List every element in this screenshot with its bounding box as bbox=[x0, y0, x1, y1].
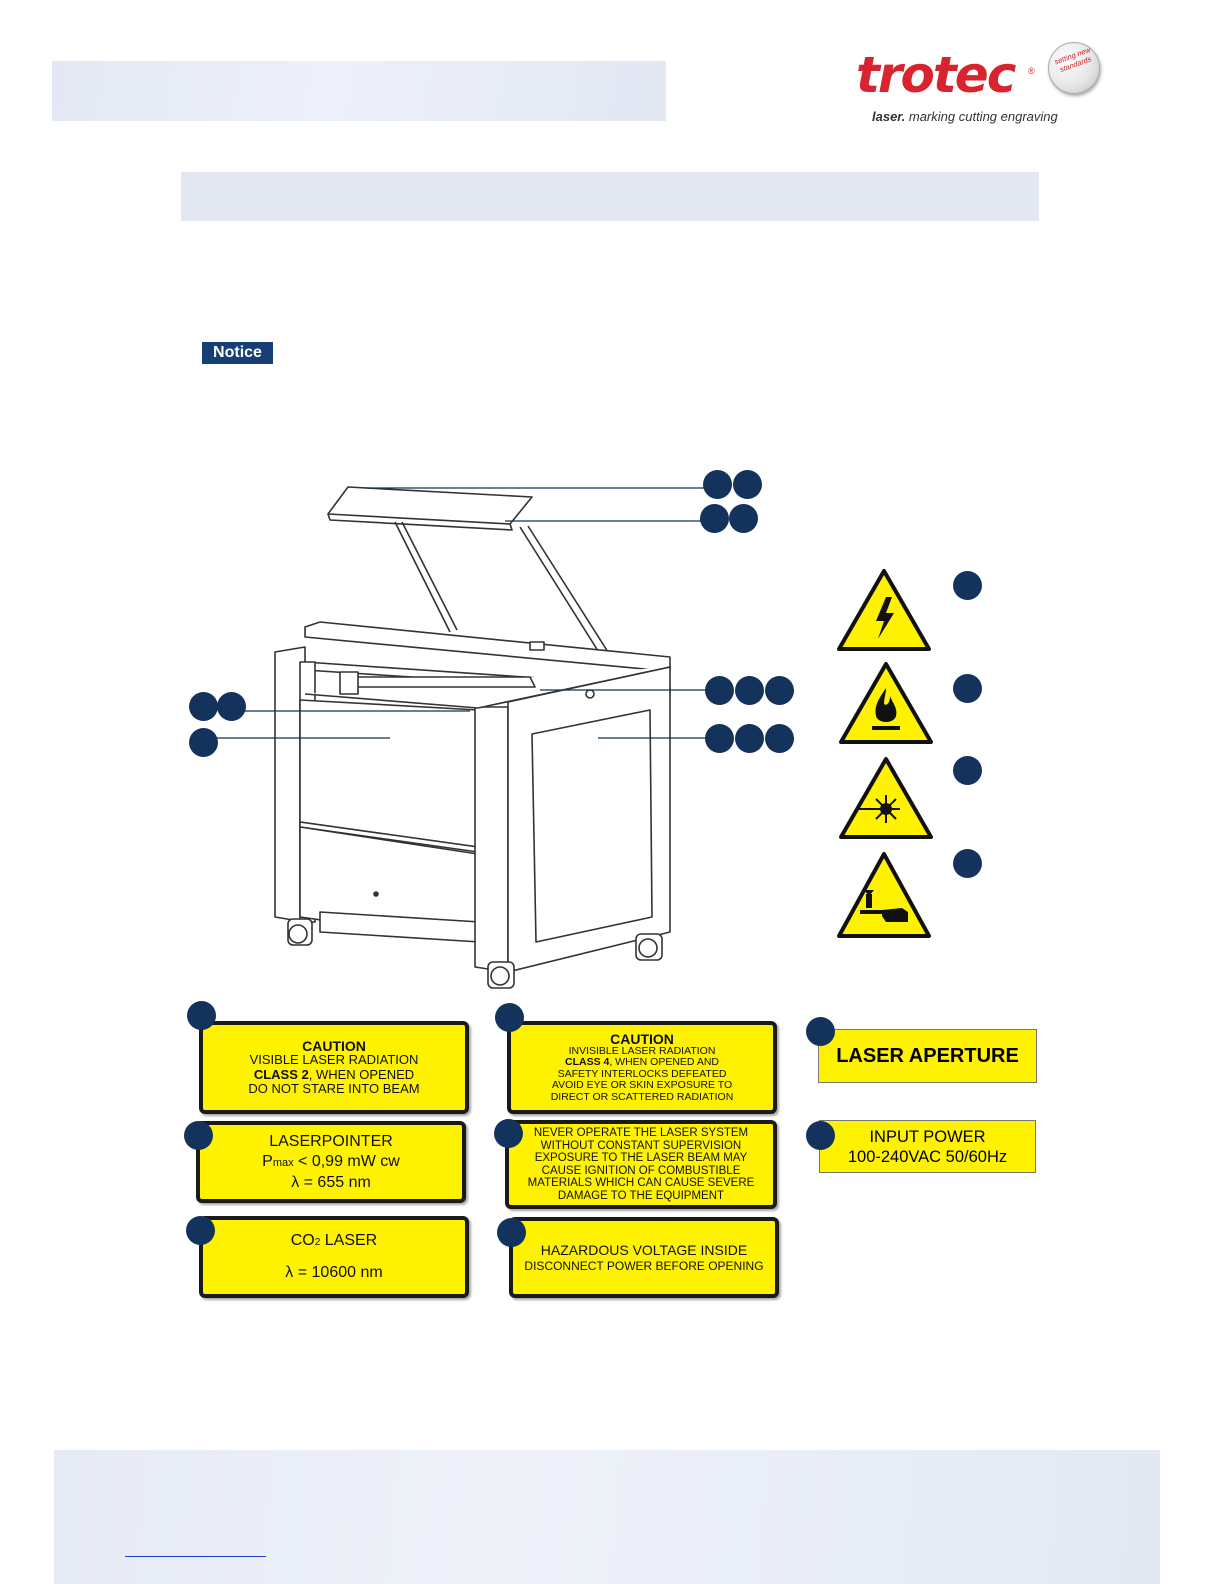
label-heading: CAUTION bbox=[610, 1030, 674, 1047]
callout-dot bbox=[953, 849, 982, 878]
callout-dot bbox=[953, 756, 982, 785]
label-line: DAMAGE TO THE EQUIPMENT bbox=[557, 1189, 725, 1202]
seal-text: setting new standards bbox=[1053, 45, 1093, 75]
section-title-bar bbox=[181, 172, 1039, 221]
callout-dot bbox=[735, 724, 764, 753]
label-line: Pmax < 0,99 mW cw bbox=[262, 1152, 400, 1173]
label-line-rest: < 0,99 mW cw bbox=[293, 1152, 400, 1170]
callout-dot bbox=[494, 1119, 523, 1148]
callout-dot bbox=[186, 1216, 215, 1245]
label-line: DIRECT OR SCATTERED RADIATION bbox=[550, 1090, 734, 1103]
label-line: HAZARDOUS VOLTAGE INSIDE bbox=[540, 1241, 748, 1258]
callout-dot bbox=[765, 724, 794, 753]
laser-machine-illustration bbox=[217, 486, 705, 989]
callout-dot bbox=[700, 504, 729, 533]
logo-tagline-rest: marking cutting engraving bbox=[905, 109, 1058, 124]
callout-dot bbox=[184, 1121, 213, 1150]
callout-dot bbox=[189, 728, 218, 757]
label-line: NEVER OPERATE THE LASER SYSTEM bbox=[533, 1127, 749, 1139]
label-line: λ = 655 nm bbox=[291, 1173, 371, 1191]
callout-dot bbox=[765, 676, 794, 705]
callout-dot bbox=[189, 692, 218, 721]
setting-new-standards-seal: setting new standards bbox=[1048, 42, 1100, 94]
label-line: DO NOT STARE INTO BEAM bbox=[248, 1081, 420, 1096]
electrical-hazard-icon bbox=[837, 569, 931, 651]
callout-dot bbox=[495, 1003, 524, 1032]
callout-dot bbox=[806, 1017, 835, 1046]
logo-registered-mark: ® bbox=[1028, 66, 1035, 76]
footer-banner bbox=[54, 1450, 1160, 1584]
label-line-rest: , WHEN OPENED bbox=[308, 1066, 415, 1082]
laserpointer-label: LASERPOINTER Pmax < 0,99 mW cw λ = 655 n… bbox=[196, 1121, 466, 1203]
label-line: CLASS 4, WHEN OPENED AND bbox=[565, 1057, 719, 1069]
label-line: CAUSE IGNITION OF COMBUSTIBLE bbox=[541, 1164, 741, 1177]
fire-hazard-icon bbox=[839, 662, 933, 744]
callout-dot bbox=[497, 1218, 526, 1247]
trotec-logo: trotec ® laser. marking cutting engravin… bbox=[856, 40, 1116, 130]
header-banner bbox=[52, 61, 666, 121]
label-line: AVOID EYE OR SKIN EXPOSURE TO bbox=[551, 1079, 733, 1092]
callout-dot bbox=[703, 470, 732, 499]
laser-radiation-icon bbox=[839, 757, 933, 839]
callout-dot bbox=[705, 724, 734, 753]
caution-class4-label: CAUTION INVISIBLE LASER RADIATION CLASS … bbox=[507, 1021, 777, 1114]
label-line: 100-240VAC 50/60Hz bbox=[847, 1147, 1008, 1166]
label-line: INVISIBLE LASER RADIATION bbox=[568, 1044, 716, 1057]
callout-dot bbox=[735, 676, 764, 705]
callout-dot bbox=[953, 571, 982, 600]
logo-tagline: laser. marking cutting engraving bbox=[872, 109, 1058, 124]
never-operate-label: NEVER OPERATE THE LASER SYSTEM WITHOUT C… bbox=[505, 1120, 777, 1209]
label-line-rest: , WHEN OPENED AND bbox=[609, 1056, 720, 1069]
label-line: DISCONNECT POWER BEFORE OPENING bbox=[524, 1258, 764, 1273]
label-line-rest: LASER bbox=[320, 1232, 378, 1249]
callout-dot bbox=[806, 1121, 835, 1150]
label-co2-subscript: 2 bbox=[314, 1237, 321, 1248]
label-class-bold: CLASS 2 bbox=[253, 1066, 309, 1082]
label-power-subscript: max bbox=[272, 1156, 294, 1169]
label-class-bold: CLASS 4 bbox=[564, 1056, 610, 1069]
label-line: SAFETY INTERLOCKS DEFEATED bbox=[557, 1067, 727, 1080]
footer-link-underline[interactable] bbox=[125, 1556, 266, 1557]
logo-tagline-bold: laser. bbox=[872, 109, 906, 124]
label-line: LASERPOINTER bbox=[269, 1132, 393, 1150]
notice-badge: Notice bbox=[202, 342, 273, 364]
label-line: WITHOUT CONSTANT SUPERVISION bbox=[540, 1139, 742, 1152]
logo-wordmark: trotec bbox=[856, 46, 1016, 104]
hazardous-voltage-label: HAZARDOUS VOLTAGE INSIDE DISCONNECT POWE… bbox=[509, 1217, 779, 1298]
callout-dot bbox=[187, 1001, 216, 1030]
input-power-label: INPUT POWER 100-240VAC 50/60Hz bbox=[819, 1120, 1036, 1173]
callout-dot bbox=[729, 504, 758, 533]
callout-dot bbox=[705, 676, 734, 705]
callout-dot bbox=[733, 470, 762, 499]
caution-class2-label: CAUTION VISIBLE LASER RADIATION CLASS 2,… bbox=[199, 1021, 469, 1114]
label-line: INPUT POWER bbox=[869, 1127, 986, 1146]
label-line: λ = 10600 nm bbox=[285, 1264, 383, 1281]
callout-dot bbox=[217, 692, 246, 721]
hand-crush-hazard-icon bbox=[837, 852, 931, 938]
callout-dot bbox=[953, 674, 982, 703]
label-heading: CAUTION bbox=[302, 1037, 366, 1054]
label-line: CO2 LASER bbox=[291, 1231, 377, 1253]
label-co-text: CO bbox=[290, 1232, 315, 1249]
label-line: EXPOSURE TO THE LASER BEAM MAY bbox=[534, 1152, 748, 1164]
label-line: VISIBLE LASER RADIATION bbox=[249, 1052, 419, 1067]
label-line: CLASS 2, WHEN OPENED bbox=[253, 1066, 415, 1083]
laser-aperture-label: LASER APERTURE bbox=[818, 1029, 1037, 1083]
label-text: LASER APERTURE bbox=[836, 1044, 1019, 1067]
label-power-symbol: P bbox=[262, 1152, 273, 1170]
co2-laser-label: CO2 LASER λ = 10600 nm bbox=[199, 1216, 469, 1298]
label-line: MATERIALS WHICH CAN CAUSE SEVERE bbox=[527, 1177, 755, 1189]
